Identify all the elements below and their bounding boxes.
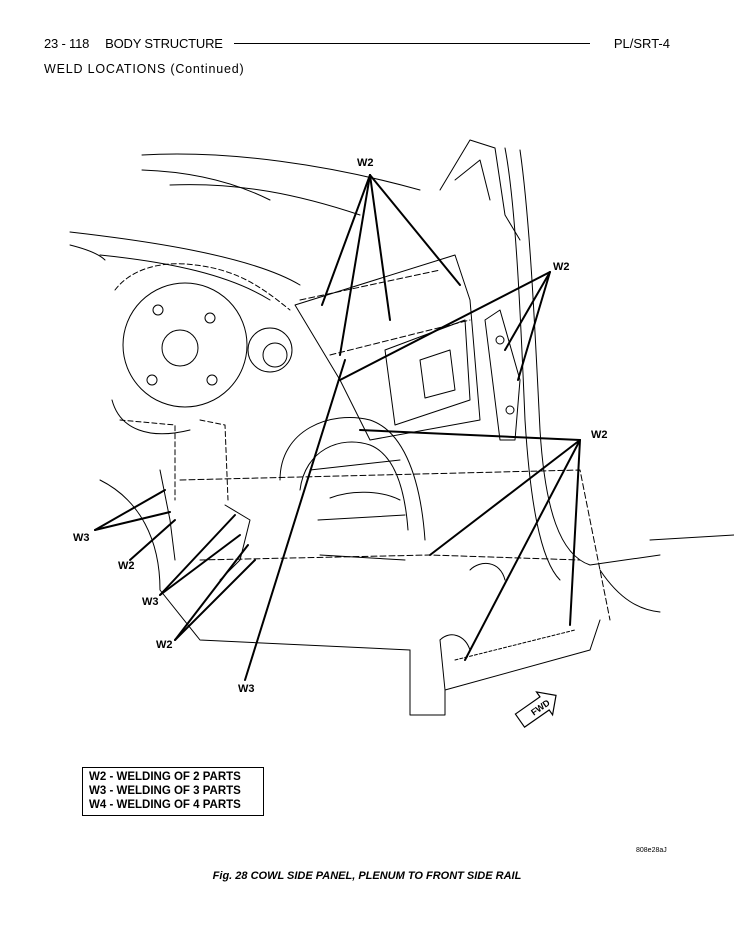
callout-w2-right-upper: W2 bbox=[553, 261, 570, 273]
callout-w2-left-mid: W2 bbox=[118, 560, 135, 572]
callout-w3-left-mid: W3 bbox=[142, 596, 159, 608]
callout-w3-bottom: W3 bbox=[238, 683, 255, 695]
legend-item: W4 - WELDING OF 4 PARTS bbox=[89, 799, 241, 811]
callout-w2-left-low: W2 bbox=[156, 639, 173, 651]
section-subheading: WELD LOCATIONS (Continued) bbox=[44, 62, 245, 76]
legend-item: W3 - WELDING OF 3 PARTS bbox=[89, 785, 241, 797]
section-title: BODY STRUCTURE bbox=[105, 36, 223, 51]
callout-w2-right-lower: W2 bbox=[591, 429, 608, 441]
callout-w3-left: W3 bbox=[73, 532, 90, 544]
legend-item: W2 - WELDING OF 2 PARTS bbox=[89, 771, 241, 783]
weld-legend: W2 - WELDING OF 2 PARTS W3 - WELDING OF … bbox=[82, 767, 264, 816]
fwd-arrow-icon bbox=[514, 691, 557, 729]
header-rule bbox=[234, 43, 590, 44]
page-header: 23 - 118 BODY STRUCTURE PL/SRT-4 bbox=[44, 36, 670, 52]
page-number: 23 - 118 bbox=[44, 36, 90, 51]
figure-caption: Fig. 28 COWL SIDE PANEL, PLENUM TO FRONT… bbox=[212, 870, 522, 882]
model-label: PL/SRT-4 bbox=[613, 36, 670, 51]
image-code: 808e28aJ bbox=[636, 847, 667, 854]
callout-w2-top: W2 bbox=[357, 157, 374, 169]
